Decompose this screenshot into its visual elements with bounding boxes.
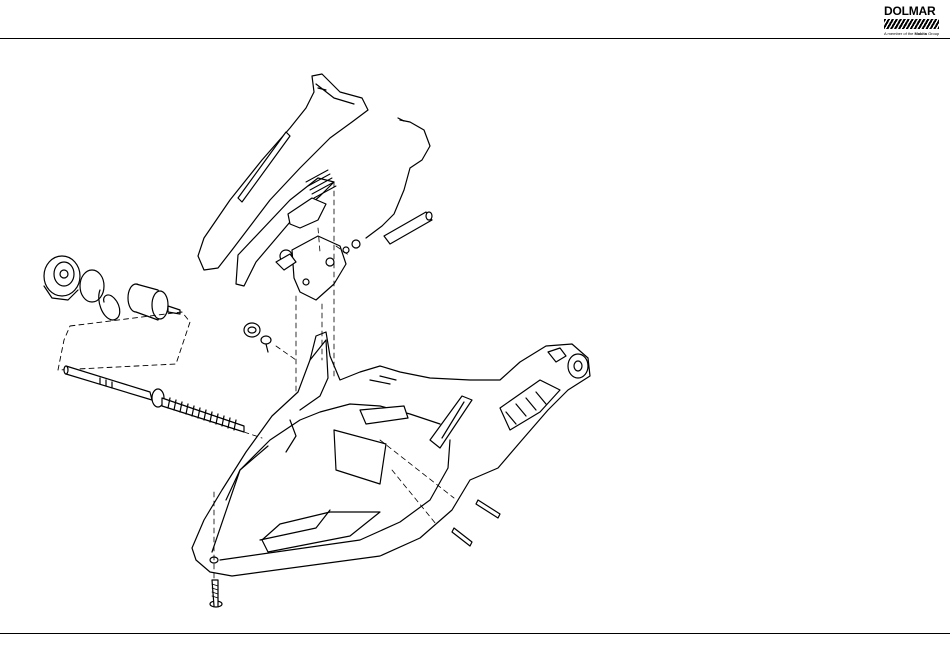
switch-assembly bbox=[276, 236, 346, 300]
top-handle-cover bbox=[198, 74, 368, 270]
rear-handle-housing bbox=[192, 332, 590, 576]
tank-cap bbox=[44, 256, 80, 300]
screw-small bbox=[261, 336, 271, 352]
rubber-damper bbox=[244, 323, 260, 337]
mounting-screw bbox=[210, 580, 222, 607]
fuel-filter bbox=[128, 284, 180, 320]
threaded-shaft bbox=[64, 366, 244, 432]
cap-group-outline bbox=[58, 312, 190, 370]
o-ring bbox=[80, 270, 104, 302]
pin-upper bbox=[476, 500, 500, 518]
pin-lower bbox=[452, 528, 472, 546]
